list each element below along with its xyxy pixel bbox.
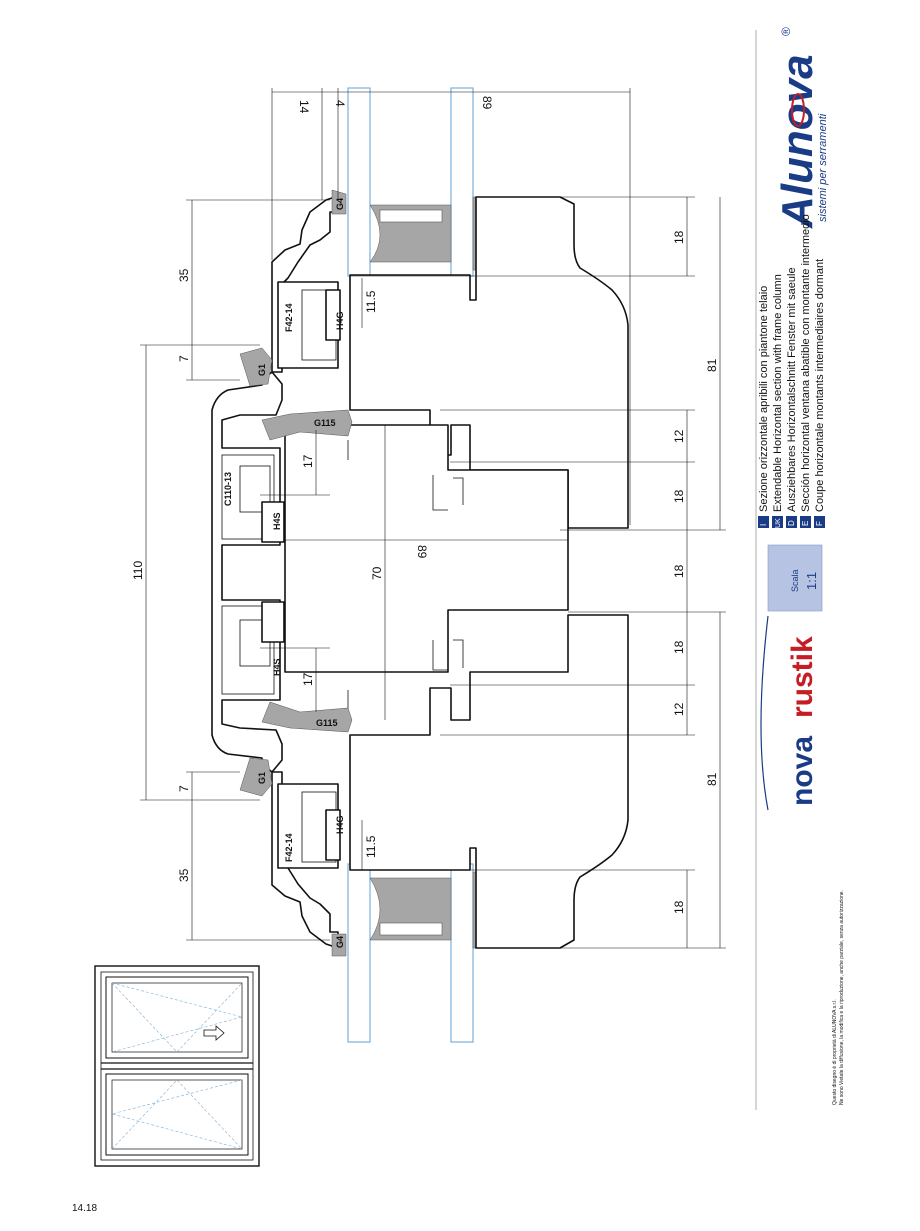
dim-col-18-a: 18 <box>672 489 686 503</box>
copyright-line-1: Questo disegno è di proprietà di ALUNOVA… <box>832 999 838 1105</box>
gasket-g1-bottom <box>239 757 273 797</box>
code-f42-top: F42-14 <box>284 303 294 332</box>
dim-mid-depth: 70 <box>370 566 384 580</box>
desc-e: Sección horizontal ventana abatible con … <box>800 214 812 512</box>
dim-top-glass: 89 <box>480 96 494 110</box>
part-code-labels: G4 G4 G1 G1 F42-14 F42-14 H4G H4G G115 G… <box>223 198 486 948</box>
code-c110: C110-13 <box>223 472 233 506</box>
dim-bottom-step: 7 <box>177 785 191 792</box>
page-number: 14.18 <box>72 1203 98 1214</box>
dim-bottom-outer: 35 <box>177 868 191 882</box>
gasket-g115-top <box>261 409 353 441</box>
dim-total-depth: 110 <box>131 561 145 580</box>
wood-sash-bottom <box>349 614 629 949</box>
gasket-g115-bottom <box>261 701 353 733</box>
dim-sash-81-bottom: 81 <box>705 772 719 786</box>
dimension-lines <box>140 88 726 949</box>
h4s-bracket-top <box>261 501 285 543</box>
scale-label: Scala <box>790 569 800 592</box>
dim-mid-17-a: 17 <box>301 454 315 468</box>
desc-d: Ausziehbares Horizontalschnitt Fenster m… <box>786 267 798 512</box>
handle-arrow-icon <box>203 1025 225 1041</box>
dim-edge-18-top: 18 <box>672 230 686 244</box>
series-prefix: nova <box>786 736 819 806</box>
dimension-labels: 14 4 89 110 35 7 35 7 89 70 17 17 11.5 1… <box>131 96 719 914</box>
c110-chamber <box>221 454 275 540</box>
code-h4g-top: H4G <box>335 311 345 330</box>
brand-tagline: sistemi per serramenti <box>817 113 829 222</box>
brand-mark: ® <box>779 27 793 36</box>
gasket-g4-top <box>331 189 347 215</box>
lang-code-f: F <box>815 521 824 526</box>
gasket-g4-bottom <box>331 933 347 957</box>
logo-swoosh <box>791 93 805 127</box>
dim-edge-18-bottom: 18 <box>672 900 686 914</box>
desc-uk: Extendable Horizontal section with frame… <box>772 274 784 512</box>
code-h4s-bottom: H4S <box>272 658 282 676</box>
dim-sash-81-top: 81 <box>705 358 719 372</box>
h4g-block-top <box>325 289 341 341</box>
glass-pane-bottom-outer <box>450 863 474 1043</box>
dim-top-outer: 35 <box>177 268 191 282</box>
code-g4-bottom: G4 <box>335 936 345 948</box>
dim-mid-17-b: 17 <box>301 672 315 686</box>
c110-chamber-b <box>221 605 275 695</box>
code-g115-bottom: G115 <box>316 718 338 728</box>
scale-value: 1:1 <box>804 572 819 590</box>
dim-mid-clear: 89 <box>415 545 429 559</box>
dim-col-12-a: 12 <box>672 429 686 443</box>
code-g1-bottom: G1 <box>257 772 267 784</box>
dim-col-18-b: 18 <box>672 640 686 654</box>
lang-code-i: I <box>759 524 768 526</box>
wood-sash-top <box>349 196 629 529</box>
lang-code-d: D <box>787 520 796 526</box>
brand-name: Alunova <box>773 54 822 229</box>
dim-top-b: 4 <box>333 100 347 107</box>
aluminium-center-frame <box>211 371 283 773</box>
gasket-g1-top <box>239 347 273 387</box>
dim-col-18-mid: 18 <box>672 564 686 578</box>
novarustik-logo: nova rustik <box>760 615 819 811</box>
h4s-hardware-bottom <box>239 619 271 667</box>
scale-box: Scala 1:1 <box>767 544 823 612</box>
gaskets <box>239 189 353 957</box>
description-list: I Sezione orizzontale apribili con piant… <box>758 214 826 528</box>
h4s-hardware-top <box>239 465 271 513</box>
code-f42-bottom: F42-14 <box>284 833 294 862</box>
code-g18a-top: G18A <box>479 244 486 262</box>
sash-profiles <box>284 196 629 949</box>
window-thumbnail <box>94 965 260 1167</box>
dim-col-12-b: 12 <box>672 702 686 716</box>
dim-top-step: 7 <box>177 355 191 362</box>
copyright-note: Questo disegno è di proprietà di ALUNOVA… <box>832 890 845 1105</box>
wood-center-column <box>284 424 569 673</box>
lang-code-uk: UK <box>775 518 782 528</box>
code-g18a-bottom: G18A <box>479 888 486 906</box>
code-h4g-bottom: H4G <box>335 815 345 834</box>
desc-f: Coupe horizontale montants intermediaire… <box>814 259 826 512</box>
glass-pane-top-outer <box>450 87 474 277</box>
alunova-logo: Alunova ® sistemi per serramenti <box>773 27 829 229</box>
code-h4s-top: H4S <box>272 512 282 530</box>
glass-pane-bottom-inner <box>347 863 371 1043</box>
code-g4-top: G4 <box>335 198 345 210</box>
copyright-line-2: Ne sono Vietate la diffusione, la modifi… <box>839 890 845 1105</box>
dim-top-a: 14 <box>297 100 311 114</box>
title-block: Alunova ® sistemi per serramenti I Sezio… <box>755 27 845 1110</box>
lang-code-e: E <box>801 521 810 526</box>
code-g1-top: G1 <box>257 364 267 376</box>
code-g115-top: G115 <box>314 418 336 428</box>
dim-frame-11-bottom: 11.5 <box>364 835 378 858</box>
h4g-block-bottom <box>325 809 341 861</box>
h4s-bracket-bottom <box>261 601 285 643</box>
glass-pane-top-inner <box>347 87 371 277</box>
aluminium-profiles <box>211 195 341 949</box>
desc-i: Sezione orizzontale apribili con pianton… <box>758 286 770 512</box>
series-suffix: rustik <box>786 636 819 718</box>
dim-frame-11-top: 11.5 <box>364 290 378 313</box>
